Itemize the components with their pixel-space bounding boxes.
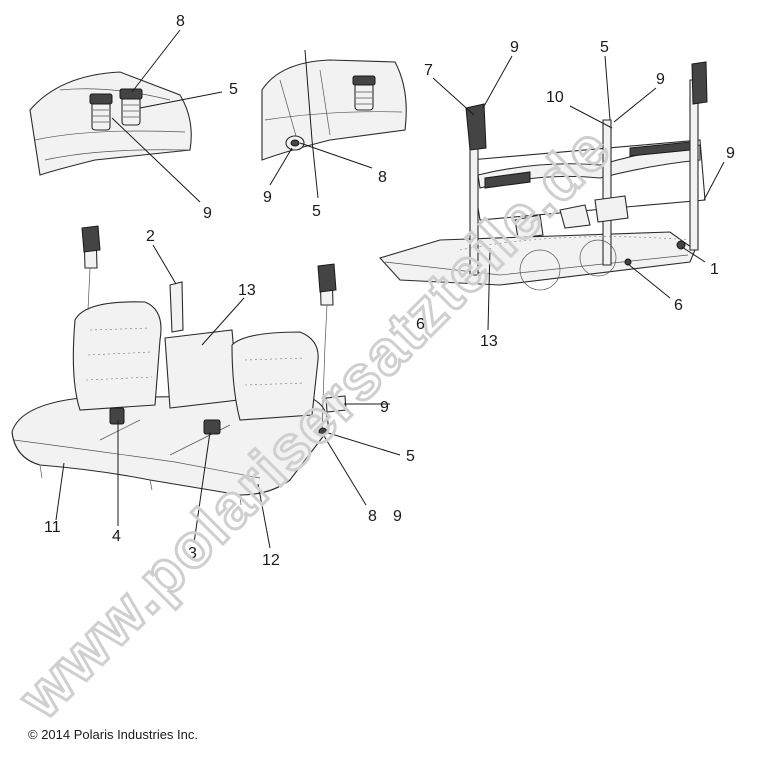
- callout-11: 11: [44, 519, 61, 536]
- callout-9: 9: [393, 508, 402, 525]
- callouts: 8 5 9 9 5 8 7 9 5 9 10 9 1 6 6 13 2 13 9…: [44, 13, 735, 569]
- callout-8: 8: [368, 508, 377, 525]
- copyright-text: © 2014 Polaris Industries Inc.: [28, 727, 198, 742]
- callout-5: 5: [229, 81, 238, 98]
- leader-lines: [55, 29, 725, 549]
- callout-9: 9: [263, 189, 272, 206]
- callout-4: 4: [112, 528, 121, 545]
- callout-5: 5: [312, 203, 321, 220]
- callout-9: 9: [726, 145, 735, 162]
- callout-9: 9: [656, 71, 665, 88]
- detail-inset-bolts-left: [29, 71, 192, 176]
- callout-2: 2: [146, 228, 155, 245]
- callout-5: 5: [406, 448, 415, 465]
- callout-13: 13: [238, 282, 256, 299]
- callout-10: 10: [546, 89, 564, 106]
- rear-seat-frame: [379, 61, 708, 291]
- front-bench-seat: [11, 225, 347, 506]
- callout-8: 8: [378, 169, 387, 186]
- callout-13: 13: [480, 333, 498, 350]
- callout-9: 9: [203, 205, 212, 222]
- callout-9: 9: [380, 399, 389, 416]
- callout-6: 6: [674, 297, 683, 314]
- callout-8: 8: [176, 13, 185, 30]
- callout-6: 6: [416, 316, 425, 333]
- callout-7: 7: [424, 62, 433, 79]
- callout-1: 1: [710, 261, 719, 278]
- callout-9: 9: [510, 39, 519, 56]
- callout-5: 5: [600, 39, 609, 56]
- detail-inset-bolts-middle: [261, 59, 407, 161]
- callout-12: 12: [262, 552, 280, 569]
- callout-3: 3: [188, 545, 197, 562]
